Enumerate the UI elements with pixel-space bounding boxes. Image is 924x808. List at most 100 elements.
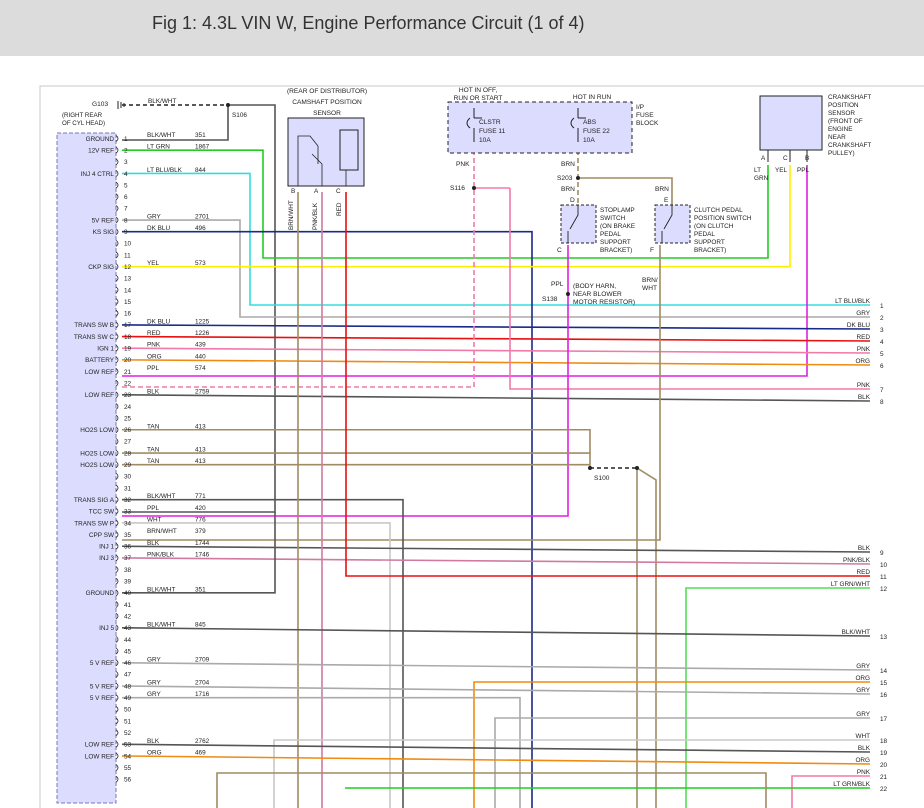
right-wire-label: ORG <box>855 675 870 682</box>
ground-symbol <box>117 101 125 109</box>
ckp-pins <box>767 150 808 162</box>
circuit-number: 2759 <box>195 388 210 395</box>
tan-wire <box>216 772 767 808</box>
wire-color-label: PPL <box>551 281 564 288</box>
s138-splice <box>566 292 570 296</box>
ecm-pin-number: 23 <box>124 392 132 399</box>
wire-color-label: PPL <box>147 505 160 512</box>
cam-pin-letter: A <box>314 188 319 195</box>
wire-color-label: PNK <box>147 342 161 349</box>
wht-wire <box>122 522 391 808</box>
ecm-pin-number: 29 <box>124 462 132 469</box>
wire-color-label: BLK/WHT <box>148 98 177 105</box>
ecm-pin-number: 19 <box>124 346 132 353</box>
pin-terminal <box>115 484 119 492</box>
ecm-signal-label: 5 V REF <box>90 660 114 667</box>
wire-color-label: GRY <box>147 691 161 698</box>
right-connector-pin: 11 <box>880 574 887 581</box>
ecm-pin-number: 48 <box>124 683 132 690</box>
circuit-number: 496 <box>195 225 206 232</box>
ecm-pin-number: 40 <box>124 590 132 597</box>
wire-color-label: BRN/ <box>642 277 658 284</box>
blk-wire <box>121 394 871 402</box>
pin-terminal <box>115 414 119 422</box>
clutch-switch <box>654 204 691 244</box>
ecm-signal-label: 5V REF <box>92 217 114 224</box>
right-wire-label: PNK <box>857 346 871 353</box>
wire-color-label: BRN <box>561 186 575 193</box>
ckp-sensor-label: NEAR <box>828 134 846 141</box>
wire-color-label: RED <box>147 330 161 337</box>
wire-color-label: GRN <box>754 175 769 182</box>
pin-terminal <box>115 181 119 189</box>
pin-terminal <box>115 263 119 270</box>
right-wire-label: PNK <box>857 382 871 389</box>
pin-terminal <box>115 344 119 352</box>
wire-color-label: WHT <box>642 285 657 292</box>
pin-terminal <box>115 496 119 503</box>
fuse-label: FUSE 11 <box>479 128 506 135</box>
ecm-pin-number: 39 <box>124 579 132 586</box>
pin-terminal <box>115 729 119 736</box>
pin-terminal <box>115 216 119 224</box>
org-wire <box>121 755 871 765</box>
ecm-pin-number: 53 <box>124 742 132 749</box>
stoplamp-label: PEDAL <box>600 231 621 238</box>
gry-wire <box>494 717 870 808</box>
right-connector-pin: 10 <box>880 562 888 569</box>
pin-terminal <box>115 170 119 177</box>
ground-desc: OF CYL HEAD) <box>62 120 105 127</box>
ecm-signal-label: CPP SW <box>89 532 115 539</box>
lt-blu-blk-wire <box>122 172 870 306</box>
wire-color-label: YEL <box>775 167 788 174</box>
right-connector-pin: 13 <box>880 634 888 641</box>
pin-terminal <box>115 647 119 655</box>
wire-color-label: BRN <box>561 161 575 168</box>
right-connector-pin: 18 <box>880 738 888 745</box>
clutch-label: (ON CLUTCH <box>694 223 734 230</box>
circuit-number: 844 <box>195 167 206 174</box>
fuse-block <box>447 101 633 154</box>
right-connector-pin: 3 <box>880 327 884 334</box>
circuit-number: 469 <box>195 749 206 756</box>
ecm-pin-number: 38 <box>124 567 132 574</box>
pin-terminal <box>115 507 119 515</box>
ecm-pin-number: 33 <box>124 509 132 516</box>
ecm-signal-label: INJ 4 CTRL <box>81 171 115 178</box>
pin-terminal <box>115 298 119 305</box>
ecm-pin-number: 43 <box>124 625 132 632</box>
pin-terminal <box>115 764 119 771</box>
ecm-pin-number: 7 <box>124 206 128 213</box>
right-wire-label: GRY <box>856 711 870 718</box>
right-connector-pin: 14 <box>880 668 888 675</box>
page-title: Fig 1: 4.3L VIN W, Engine Performance Ci… <box>152 13 585 33</box>
right-connector-pin: 9 <box>880 550 884 557</box>
pnk-wire <box>122 150 475 388</box>
ecm-pin-number: 12 <box>124 264 132 271</box>
circuit-number: 2704 <box>195 680 210 687</box>
pin-terminal <box>115 671 119 678</box>
right-connector-pin: 1 <box>880 303 884 310</box>
right-wire-label: BLK <box>858 545 871 552</box>
ecm-signal-label: INJ 1 <box>99 544 114 551</box>
right-connector-pin: 4 <box>880 339 884 346</box>
wire-color-label: WHT <box>147 516 162 523</box>
wire-color-label: BLK <box>147 738 160 745</box>
pin-terminal <box>115 321 119 329</box>
splice-label: S100 <box>594 475 610 482</box>
circuit-number: 771 <box>195 493 206 500</box>
stoplamp-contact <box>567 205 579 243</box>
right-wire-label: BLK <box>858 745 871 752</box>
body-harn-label: MOTOR RESISTOR) <box>573 299 635 306</box>
wire-color-label: GRY <box>147 680 161 687</box>
circuit-number: 413 <box>195 458 206 465</box>
pin-letter: C <box>557 247 562 254</box>
ecm-signal-label: INJ 5 <box>99 625 114 632</box>
right-connector-pin: 16 <box>880 692 888 699</box>
right-wire-label: LT BLU/BLK <box>835 298 871 305</box>
ecm-signal-label: BATTERY <box>85 357 115 364</box>
circuit-number: 1744 <box>195 540 210 547</box>
ecm-connector <box>56 132 117 804</box>
ecm-pin-number: 28 <box>124 450 132 457</box>
fuse-block-label: BLOCK <box>636 120 659 127</box>
